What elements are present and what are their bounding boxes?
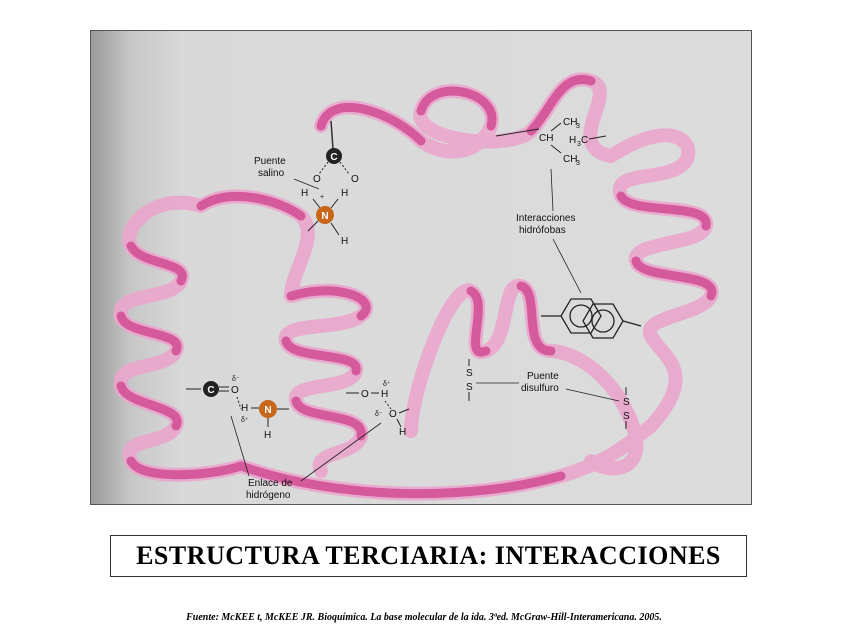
hydrogen-bond-label-line1: Enlace de: [248, 478, 293, 489]
carbon-label: C: [207, 385, 214, 396]
oxygen-label: O: [313, 174, 321, 185]
page-title: ESTRUCTURA TERCIARIA: INTERACCIONES: [136, 541, 721, 570]
svg-text:3: 3: [576, 123, 580, 130]
disulfide-group: S S Puente disulfuro S S: [466, 359, 630, 429]
hydrogen-label: H: [341, 236, 348, 247]
oxygen-label: O: [389, 409, 397, 420]
protein-ribbon: [113, 72, 719, 501]
hydrophobic-label-line2: hidrófobas: [519, 225, 566, 236]
carbon-label: C: [581, 135, 588, 146]
protein-diagram: C O O Puente salino + H H N H CH CH 3 CH…: [91, 31, 751, 504]
hydrophobic-label-line1: Interacciones: [516, 213, 575, 224]
hydrogen-bond-label-line2: hidrógeno: [246, 490, 291, 501]
oxygen-label: O: [231, 385, 239, 396]
sulfur-label: S: [466, 368, 473, 379]
delta-plus: δ⁺: [383, 381, 391, 388]
salt-bridge-label-line1: Puente: [254, 156, 286, 167]
ch-label: CH: [539, 133, 553, 144]
salt-bridge-group: C O O Puente salino + H H N H: [254, 120, 359, 247]
carbon-atom-icon: [203, 381, 219, 397]
ch3-label: CH: [563, 154, 577, 165]
oxygen-label: O: [351, 174, 359, 185]
hydrogen-label: H: [569, 135, 576, 146]
protein-tertiary-structure-figure: C O O Puente salino + H H N H CH CH 3 CH…: [90, 30, 752, 505]
benzene-rings-icon: [541, 298, 642, 339]
hydrogen-bond-group: C O δ⁻ H δ⁺ N H O H δ⁺ δ⁻ O H Enlace de …: [186, 376, 410, 501]
ch3-label: CH: [563, 117, 577, 128]
salt-bridge-label-line2: salino: [258, 168, 285, 179]
carbon-label: C: [330, 152, 337, 163]
nitrogen-atom-icon: [316, 206, 334, 224]
plus-charge: +: [320, 194, 324, 201]
delta-plus: δ⁺: [241, 417, 249, 424]
nitrogen-atom-icon: [259, 400, 277, 418]
hydrogen-label: H: [381, 389, 388, 400]
hydrogen-label: H: [341, 188, 348, 199]
svg-text:3: 3: [577, 141, 581, 148]
delta-minus: δ⁻: [375, 411, 383, 418]
hydrophobic-group: CH CH 3 CH 3 H 3 C Interacciones hidrófo…: [495, 117, 642, 339]
source-citation: Fuente: McKEE t, McKEE JR. Bioquímica. L…: [186, 612, 662, 623]
delta-minus: δ⁻: [232, 376, 240, 383]
oxygen-label: O: [361, 389, 369, 400]
disulfide-label-line1: Puente: [527, 371, 559, 382]
carbon-atom-icon: [326, 148, 342, 164]
nitrogen-label: N: [321, 211, 328, 222]
hydrogen-label: H: [301, 188, 308, 199]
hydrogen-label: H: [399, 427, 406, 438]
title-box: ESTRUCTURA TERCIARIA: INTERACCIONES: [110, 535, 747, 577]
disulfide-label-line2: disulfuro: [521, 383, 559, 394]
svg-text:3: 3: [576, 160, 580, 167]
hydrogen-label: H: [264, 430, 271, 441]
sulfur-label: S: [623, 397, 630, 408]
nitrogen-label: N: [264, 405, 271, 416]
sulfur-label: S: [623, 411, 630, 422]
sulfur-label: S: [466, 382, 473, 393]
hydrogen-label: H: [241, 403, 248, 414]
